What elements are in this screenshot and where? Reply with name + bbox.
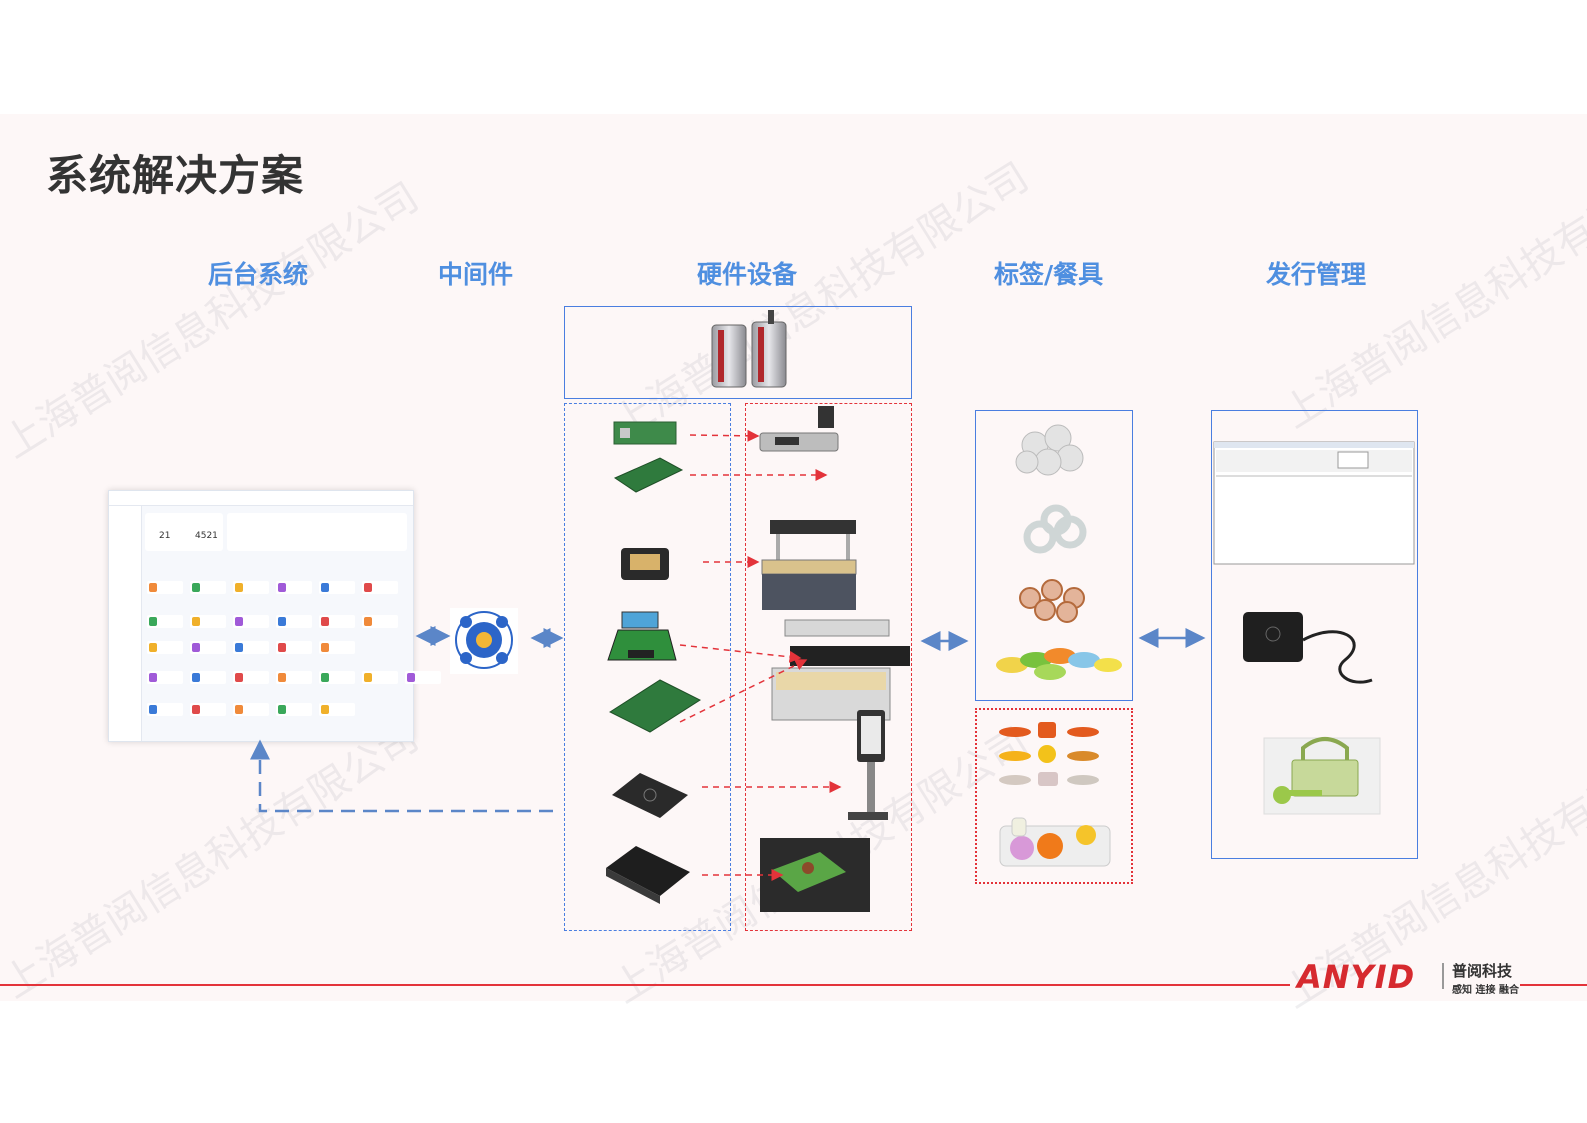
dashboard-tile (319, 581, 355, 594)
tray-station-image (760, 838, 870, 912)
issuing-software-screenshot (1213, 441, 1415, 565)
tableware-plates-image (999, 722, 1099, 786)
readers-box (564, 403, 731, 931)
dashboard-tile (190, 615, 226, 628)
dashboard-shortcuts-card (227, 513, 407, 551)
column-title-issuing: 发行管理 (1266, 260, 1367, 289)
dashboard-tile (276, 671, 312, 684)
ring-tags-image (1023, 504, 1087, 554)
dashboard-tile (362, 615, 398, 628)
dashboard-tile (319, 615, 355, 628)
issuing-box (1211, 410, 1418, 859)
dashboard-tile (276, 581, 312, 594)
red-arrow (679, 659, 808, 723)
dashboard-tile (362, 581, 398, 594)
tableware-set-image (999, 817, 1111, 867)
dashboard-tile (147, 581, 183, 594)
red-arrow (689, 429, 760, 442)
color-disc-tags-image (996, 648, 1122, 680)
food-counter-image (761, 520, 857, 610)
black-reader-image (606, 846, 690, 904)
company-logo: ANYID (1297, 958, 1416, 996)
dashboard-sidebar (109, 506, 142, 741)
dashboard-stat-1: 21 (159, 531, 171, 541)
dashboard-topbar (109, 491, 413, 506)
dashboard-stat-2: 4521 (195, 531, 218, 541)
dashboard-tile (147, 671, 183, 684)
dashboard-tile (233, 671, 269, 684)
rfid-board-image (613, 457, 684, 493)
column-title-middleware: 中间件 (438, 260, 514, 289)
desktop-reader-image (621, 548, 669, 580)
dashboard-tile (276, 703, 312, 716)
dashboard-tile (233, 581, 269, 594)
dashboard-tile (147, 641, 183, 654)
dashboard-tile (319, 641, 355, 654)
kiosk-image (848, 710, 888, 820)
dashboard-stats-card (145, 513, 223, 551)
rfid-module-image (613, 421, 677, 445)
rfid-coin-tags-image (1015, 424, 1084, 476)
rfid-gate-image (711, 310, 787, 388)
dashboard-tile (276, 615, 312, 628)
dashboard-tile (233, 641, 269, 654)
dashboard-tile (147, 615, 183, 628)
pad-reader-image (612, 773, 688, 818)
dashboard-tile (190, 581, 226, 594)
brand-name: 普阅科技 (1452, 962, 1513, 980)
middleware-icon (450, 608, 518, 674)
column-title-backend: 后台系统 (208, 260, 309, 289)
backend-dashboard-screenshot: 21 4521 (108, 490, 441, 742)
terminals-box (745, 403, 912, 931)
dashboard-tile (147, 703, 183, 716)
dashboard-tile (233, 703, 269, 716)
desktop-issuer-image (1243, 612, 1373, 684)
copper-coil-tags-image (1019, 579, 1085, 623)
brand-slogan: 感知 连接 融合 (1452, 985, 1519, 996)
dashboard-tile (190, 703, 226, 716)
footer-line (1520, 984, 1587, 986)
buffet-counter-image (771, 619, 910, 721)
column-title-tags: 标签/餐具 (994, 260, 1104, 289)
dashboard-tile (405, 671, 441, 684)
red-connectors (679, 429, 842, 881)
dashboard-tile (319, 703, 355, 716)
uhf-reader-image (608, 679, 702, 733)
column-title-hardware: 硬件设备 (697, 260, 798, 289)
blue-dashed-return-path (250, 739, 553, 813)
dashboard-tile (319, 671, 355, 684)
dashboard-tile (190, 671, 226, 684)
page-title: 系统解决方案 (46, 151, 305, 200)
dashboard-tile (233, 615, 269, 628)
dashboard-tile (362, 671, 398, 684)
key-lock-icon (1263, 737, 1381, 815)
blue-connectors (415, 626, 1206, 651)
footer-line (0, 984, 1290, 986)
dashboard-tile (276, 641, 312, 654)
tableware-box (975, 708, 1133, 884)
tags-box (975, 410, 1133, 701)
dashboard-tile (190, 641, 226, 654)
table-terminal-image (759, 406, 839, 452)
red-arrow (679, 644, 802, 663)
hardware-top-box (564, 306, 912, 399)
tray-reader-image (607, 611, 677, 661)
logo-separator (1442, 963, 1444, 989)
